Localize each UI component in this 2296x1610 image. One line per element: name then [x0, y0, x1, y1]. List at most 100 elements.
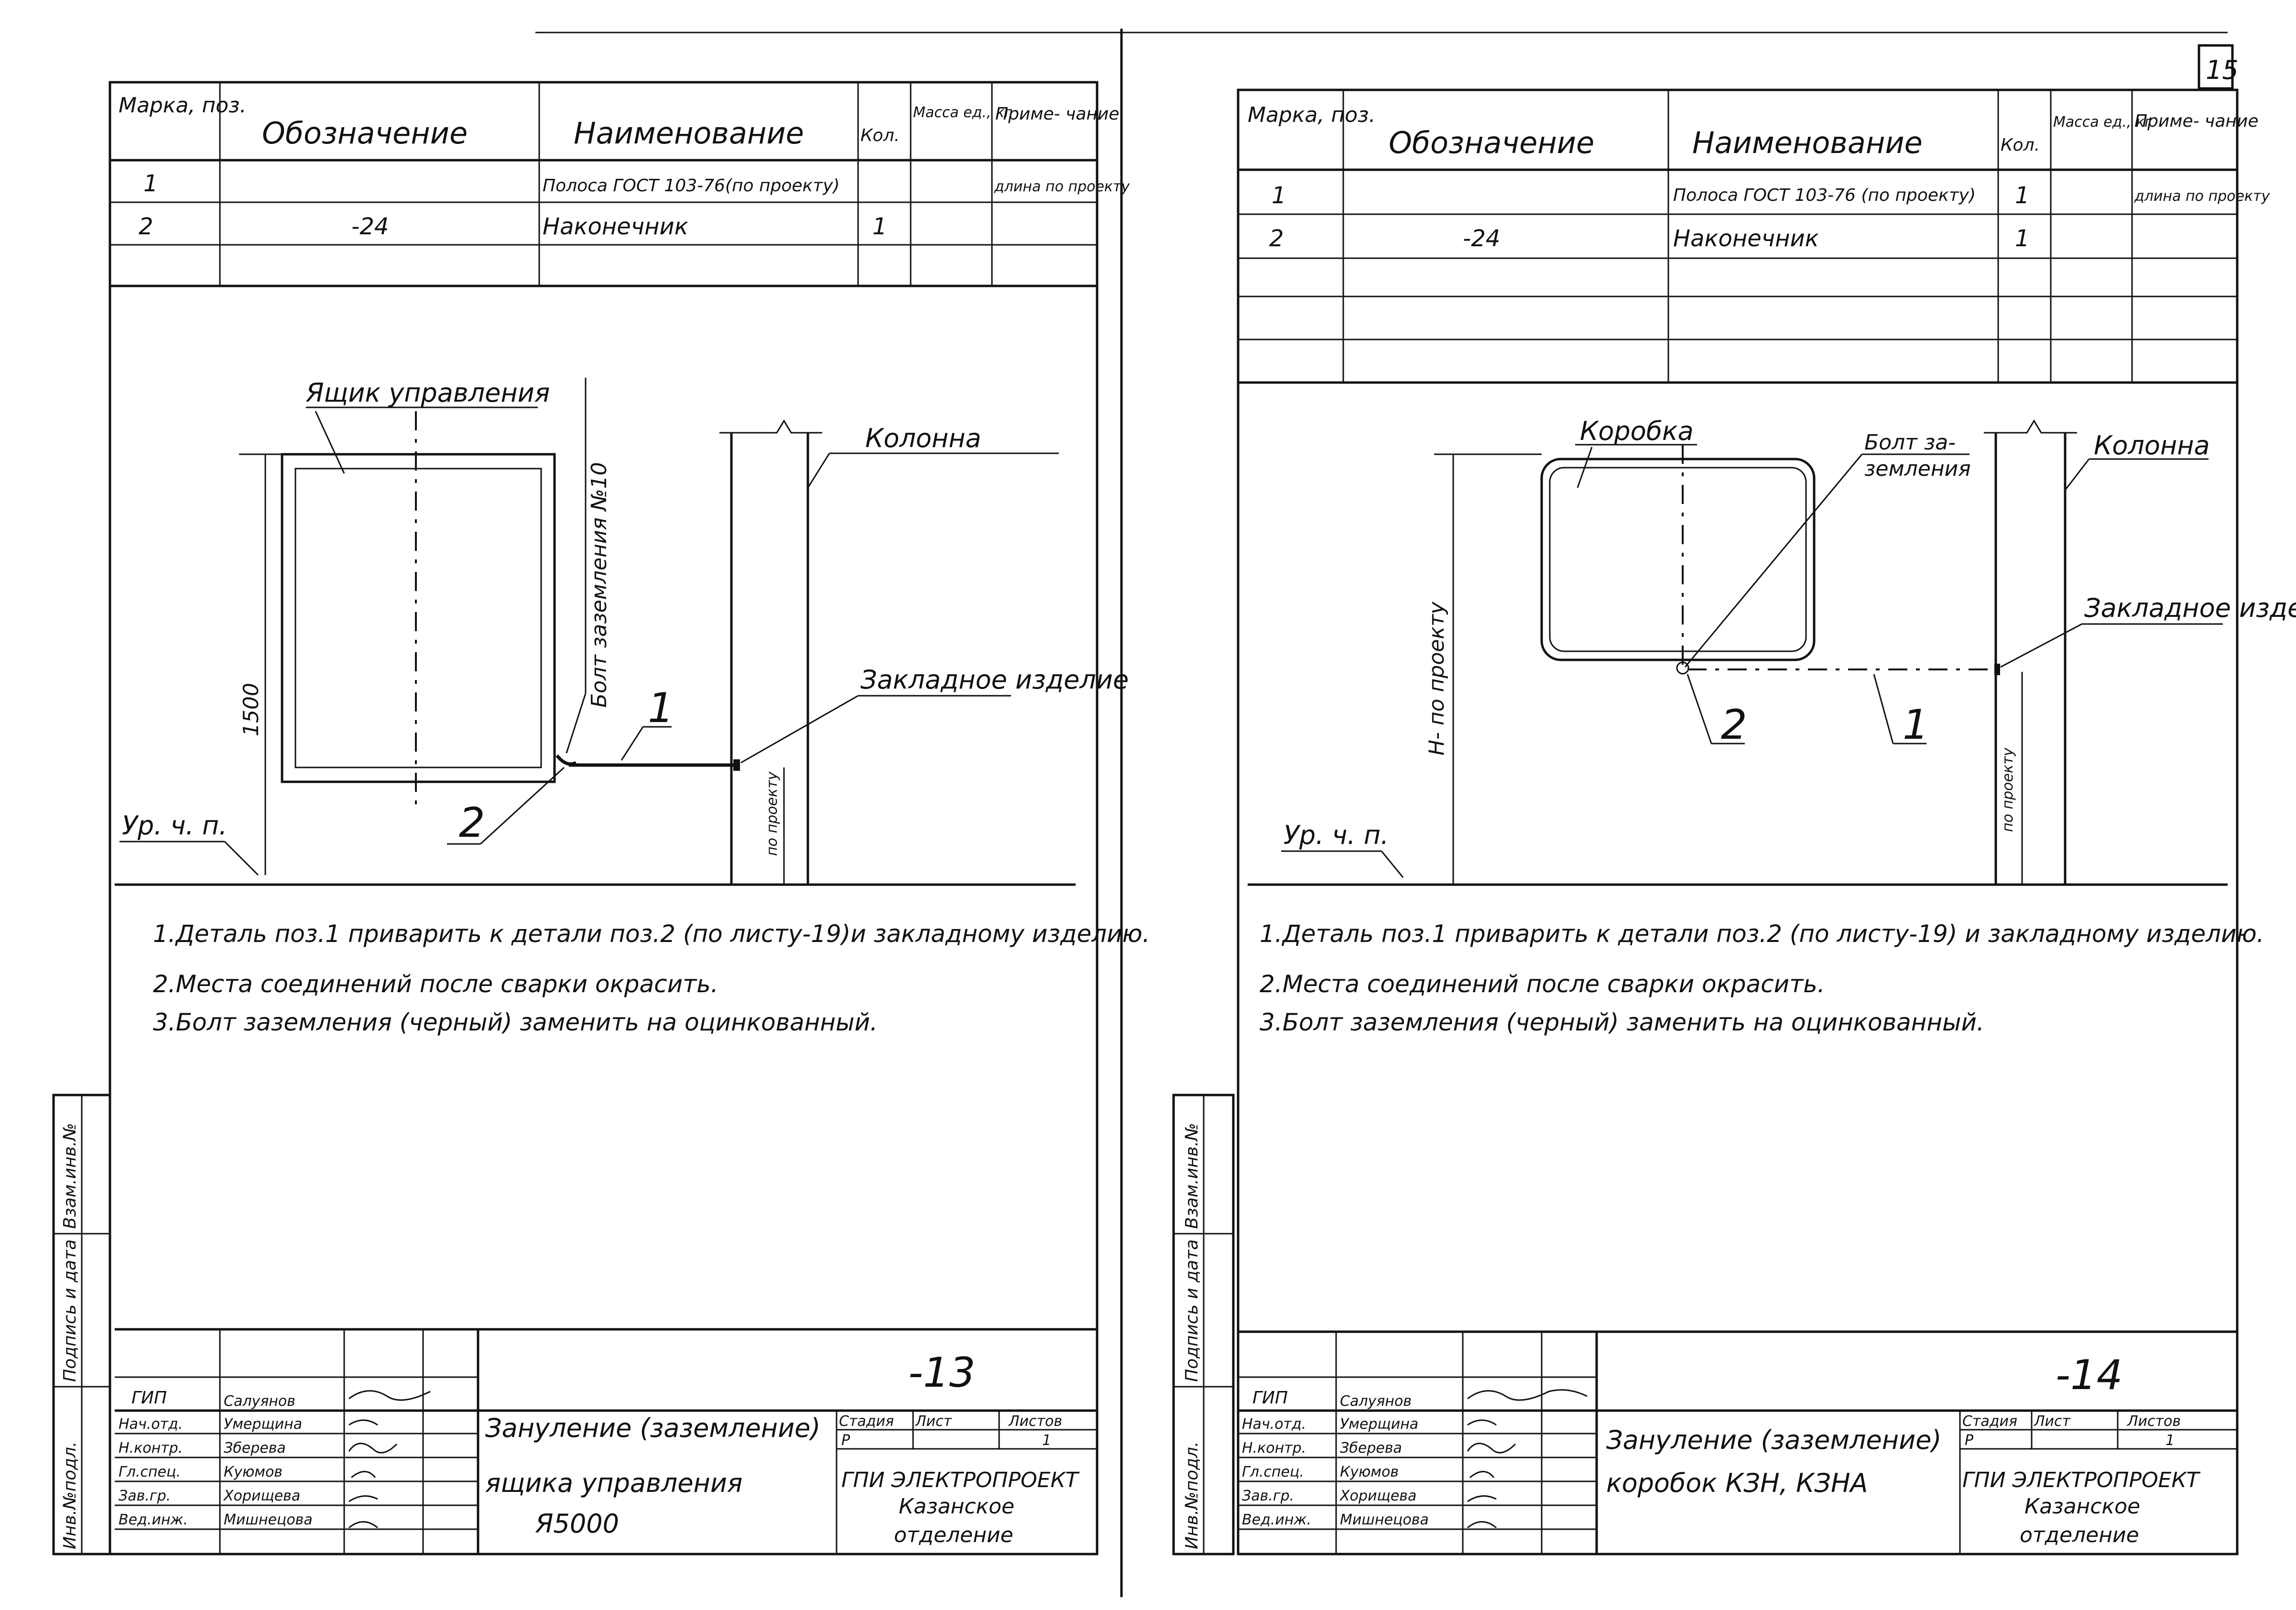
- row2-designation: -24: [1463, 225, 1500, 252]
- label-ground-bolt: Болт заземления №10: [587, 462, 611, 708]
- col-header-mark: Марка, поз.: [119, 93, 246, 118]
- label-by-project: по проекту: [764, 771, 781, 856]
- col-header-note: Приме- чание: [2134, 111, 2258, 131]
- label-control-box: Ящик управления: [305, 378, 550, 408]
- role-gl-spec: Гл.спец.: [119, 1464, 181, 1480]
- embedded-part: [1994, 664, 2000, 675]
- row2-name: Наконечник: [543, 213, 688, 240]
- col-header-mark: Марка, поз.: [1248, 103, 1375, 127]
- side-stamp-inv-no: Инв.№подл.: [1182, 1442, 1202, 1549]
- sheet-label: Лист: [2034, 1413, 2071, 1430]
- role-nach-otd: Нач.отд.: [1242, 1416, 1306, 1433]
- role-n-kontr: Н.контр.: [119, 1440, 183, 1457]
- side-stamp-replaces: Взам.инв.№: [60, 1123, 80, 1229]
- right-frame: [1237, 88, 2239, 1555]
- right-title-block: -14 ГИП Нач.отд. Н.контр. Гл.спец. Зав.г…: [1238, 1330, 2237, 1554]
- right-installation-drawing: Коробка Болт за-земления Н- по проекту У…: [1248, 416, 2296, 886]
- left-side-stamp: Инв.№подл. Подпись и дата Взам.инв.№: [52, 1094, 111, 1555]
- row1-pos: 1: [1272, 182, 1286, 209]
- title-line-1: Зануление (заземление): [485, 1413, 820, 1443]
- note-1: 1.Деталь поз.1 приварить к детали поз.2 …: [1260, 920, 2264, 948]
- col-header-qty: Кол.: [860, 126, 900, 145]
- left-spec-table: Марка, поз. Обозначение Наименование Кол…: [110, 82, 1131, 287]
- role-zav-gr: Зав.гр.: [1242, 1488, 1294, 1504]
- side-stamp-signature: Подпись и дата: [1182, 1239, 1202, 1382]
- ground-bolt: [1676, 661, 1689, 675]
- note-3: 3.Болт заземления (черный) заменить на о…: [153, 1008, 878, 1036]
- label-height: Н- по проекту: [1425, 601, 1449, 756]
- row1-qty: 1: [2015, 182, 2030, 209]
- callout-pos1: 1: [1903, 701, 1929, 749]
- note-3: 3.Болт заземления (черный) заменить на о…: [1260, 1008, 1984, 1036]
- name-nach-otd: Умерщина: [1340, 1416, 1418, 1433]
- side-stamp-signature: Подпись и дата: [60, 1239, 80, 1382]
- signatures: [1467, 1389, 1588, 1529]
- title-line-1: Зануление (заземление): [1606, 1425, 1941, 1455]
- drawing-number: -14: [2056, 1351, 2122, 1399]
- callout-pos1: 1: [648, 684, 674, 732]
- label-embedded: Закладное изделие: [860, 665, 1129, 695]
- role-ved-inzh: Вед.инж.: [1242, 1511, 1311, 1528]
- role-nach-otd: Нач.отд.: [119, 1416, 183, 1433]
- role-ved-inzh: Вед.инж.: [119, 1511, 188, 1528]
- stage-label: Стадия: [1962, 1413, 2017, 1430]
- role-gl-spec: Гл.спец.: [1242, 1464, 1304, 1480]
- side-stamp-inv-no: Инв.№подл.: [60, 1442, 80, 1549]
- role-n-kontr: Н.контр.: [1242, 1440, 1306, 1457]
- label-height-1500: 1500: [239, 683, 263, 736]
- row1-name: Полоса ГОСТ 103-76(по проекту): [543, 176, 840, 196]
- sheets-value: 1: [1042, 1432, 1051, 1449]
- org-line-2: Казанское: [2024, 1494, 2140, 1519]
- org-line-3: отделение: [894, 1523, 1013, 1547]
- left-notes: 1.Деталь поз.1 приварить к детали поз.2 …: [153, 920, 1150, 1036]
- signatures: [348, 1390, 431, 1529]
- right-spec-table: Марка, поз. Обозначение Наименование Кол…: [1238, 90, 2271, 384]
- name-ved-inzh: Мишнецова: [1340, 1511, 1429, 1528]
- name-gip: Салуянов: [224, 1393, 295, 1410]
- sheets-value: 1: [2165, 1432, 2175, 1449]
- left-sheet: Марка, поз. Обозначение Наименование Кол…: [52, 81, 1150, 1555]
- note-2: 2.Места соединений после сварки окрасить…: [1260, 970, 1825, 998]
- name-n-kontr: Зберева: [224, 1440, 286, 1457]
- label-column: Колонна: [865, 423, 981, 453]
- row1-note: длина по проекту: [994, 178, 1131, 195]
- name-ved-inzh: Мишнецова: [224, 1511, 313, 1528]
- drawing-number: -13: [908, 1349, 975, 1397]
- control-box: [281, 453, 556, 783]
- title-line-2: коробок КЗН, КЗНА: [1606, 1468, 1868, 1498]
- left-frame: [109, 81, 1099, 1555]
- label-floor-level: Ур. ч. п.: [122, 810, 227, 841]
- row2-pos: 2: [1269, 225, 1284, 252]
- col-header-designation: Обозначение: [1389, 125, 1594, 160]
- callout-pos2: 2: [1721, 701, 1747, 749]
- junction-box: [1540, 458, 1816, 661]
- right-notes: 1.Деталь поз.1 приварить к детали поз.2 …: [1260, 920, 2264, 1036]
- embedded-part: [733, 759, 740, 771]
- role-zav-gr: Зав.гр.: [119, 1488, 171, 1504]
- col-header-mass: Масса ед., кг: [2053, 114, 2152, 131]
- label-by-project: по проекту: [2000, 747, 2016, 832]
- row2-qty: 1: [872, 213, 887, 240]
- name-gl-spec: Куюмов: [1340, 1464, 1399, 1480]
- row1-note: длина по проекту: [2134, 188, 2271, 205]
- org-line-1: ГПИ ЭЛЕКТРОПРОЕКТ: [841, 1468, 1080, 1492]
- row2-name: Наконечник: [1673, 225, 1819, 252]
- row1-pos: 1: [143, 170, 158, 197]
- callout-pos2: 2: [459, 799, 485, 847]
- org-line-2: Казанское: [899, 1494, 1014, 1519]
- org-line-3: отделение: [2020, 1523, 2139, 1547]
- role-gip: ГИП: [1252, 1388, 1288, 1408]
- note-1: 1.Деталь поз.1 приварить к детали поз.2 …: [153, 920, 1150, 948]
- role-gip: ГИП: [131, 1388, 167, 1408]
- name-gl-spec: Куюмов: [224, 1464, 283, 1480]
- row1-name: Полоса ГОСТ 103-76 (по проекту): [1673, 186, 1976, 205]
- right-sheet: Марка, поз. Обозначение Наименование Кол…: [1172, 88, 2296, 1555]
- label-ground-bolt: Болт за-земления: [1864, 430, 1971, 481]
- name-gip: Салуянов: [1340, 1393, 1412, 1410]
- col-header-name: Наименование: [574, 116, 804, 151]
- title-line-3: Я5000: [535, 1509, 619, 1539]
- name-nach-otd: Умерщина: [224, 1416, 302, 1433]
- col-header-mass: Масса ед., кг: [913, 104, 1012, 121]
- side-stamp-replaces: Взам.инв.№: [1182, 1123, 1202, 1229]
